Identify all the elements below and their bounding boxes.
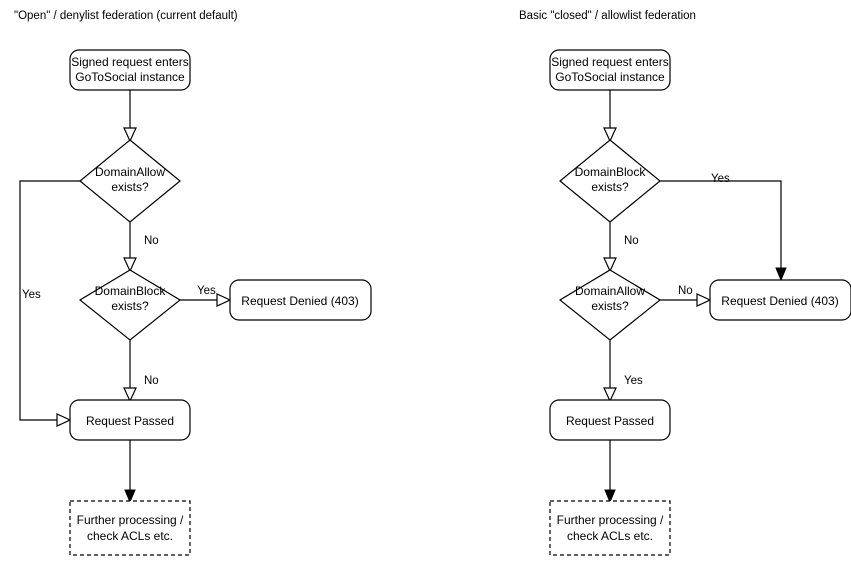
right-start-label-line1: Signed request enters [551,55,668,69]
left-request-passed-node: Request Passed [69,399,191,441]
left-start-node: Signed request enters GoToSocial instanc… [69,49,191,91]
left-request-denied-shape [229,279,372,321]
right-request-denied-node: Request Denied (403) [709,279,851,321]
right-request-passed-node: Request Passed [549,399,671,441]
right-arrowhead-to-block [603,127,617,143]
right-further-processing-label-line1: Further processing / [557,513,664,527]
left-flowchart: "Open" / denylist federation (current de… [14,10,372,556]
right-request-denied-label: Request Denied (403) [721,294,838,308]
left-further-processing-label-line2: check ACLs etc. [87,529,173,543]
right-decision-domainblock: DomainBlock exists? [559,139,661,223]
left-start-label-line1: Signed request enters [71,55,188,69]
left-request-denied-label: Request Denied (403) [241,294,358,308]
right-start-node: Signed request enters GoToSocial instanc… [549,49,671,91]
right-further-processing-node: Further processing / check ACLs etc. [549,500,671,556]
right-domainallow-label-line1: DomainAllow [575,284,645,298]
left-decision-domainallow: DomainAllow exists? [79,139,181,223]
left-arrowhead-block-yes [216,293,232,307]
right-decision-domainallow: DomainAllow exists? [558,269,662,341]
right-arrowhead-allow-yes [603,387,617,403]
left-arrowhead-to-further [124,489,136,504]
left-domainblock-label-line1: DomainBlock [95,284,167,298]
left-request-passed-label: Request Passed [86,414,174,428]
right-arrowhead-block-yes [775,267,787,282]
right-label-block-no: No [624,235,639,247]
right-label-allow-yes: Yes [624,375,643,387]
left-further-processing-shape [69,500,191,556]
right-request-denied-shape [709,279,851,321]
left-label-allow-no: No [144,235,159,247]
left-decision-domainblock: DomainBlock exists? [78,269,182,341]
left-label-allow-yes: Yes [22,289,41,301]
left-further-processing-label-line1: Further processing / [77,513,184,527]
right-label-allow-no: No [678,285,693,297]
left-arrowhead-allow-no [123,257,137,273]
right-request-passed-label: Request Passed [566,414,654,428]
left-further-processing-node: Further processing / check ACLs etc. [69,500,191,556]
left-arrowhead-block-no [123,387,137,403]
right-flowchart: Basic "closed" / allowlist federation Si… [519,10,851,556]
right-arrowhead-to-further [604,489,616,504]
left-label-block-yes: Yes [197,285,216,297]
left-domainblock-label-line2: exists? [111,299,149,313]
right-start-label-line2: GoToSocial instance [555,70,665,84]
right-edge-block-yes [660,180,782,272]
right-further-processing-label-line2: check ACLs etc. [567,529,653,543]
right-heading: Basic "closed" / allowlist federation [519,10,696,22]
left-arrowhead-allow-yes [56,413,72,427]
left-heading: "Open" / denylist federation (current de… [14,10,238,22]
right-arrowhead-block-no [603,257,617,273]
left-arrowhead-to-allow [123,127,137,143]
right-domainblock-label-line2: exists? [591,180,629,194]
right-arrowhead-allow-no [696,293,712,307]
left-domainallow-label-line2: exists? [111,180,149,194]
left-request-denied-node: Request Denied (403) [229,279,372,321]
right-domainallow-label-line2: exists? [591,299,629,313]
left-label-block-no: No [144,375,159,387]
right-domainblock-label-line1: DomainBlock [575,165,647,179]
right-further-processing-shape [549,500,671,556]
left-domainallow-label-line1: DomainAllow [95,165,165,179]
left-start-label-line2: GoToSocial instance [75,70,185,84]
left-edge-allow-yes [19,180,80,421]
right-label-block-yes: Yes [711,173,730,185]
